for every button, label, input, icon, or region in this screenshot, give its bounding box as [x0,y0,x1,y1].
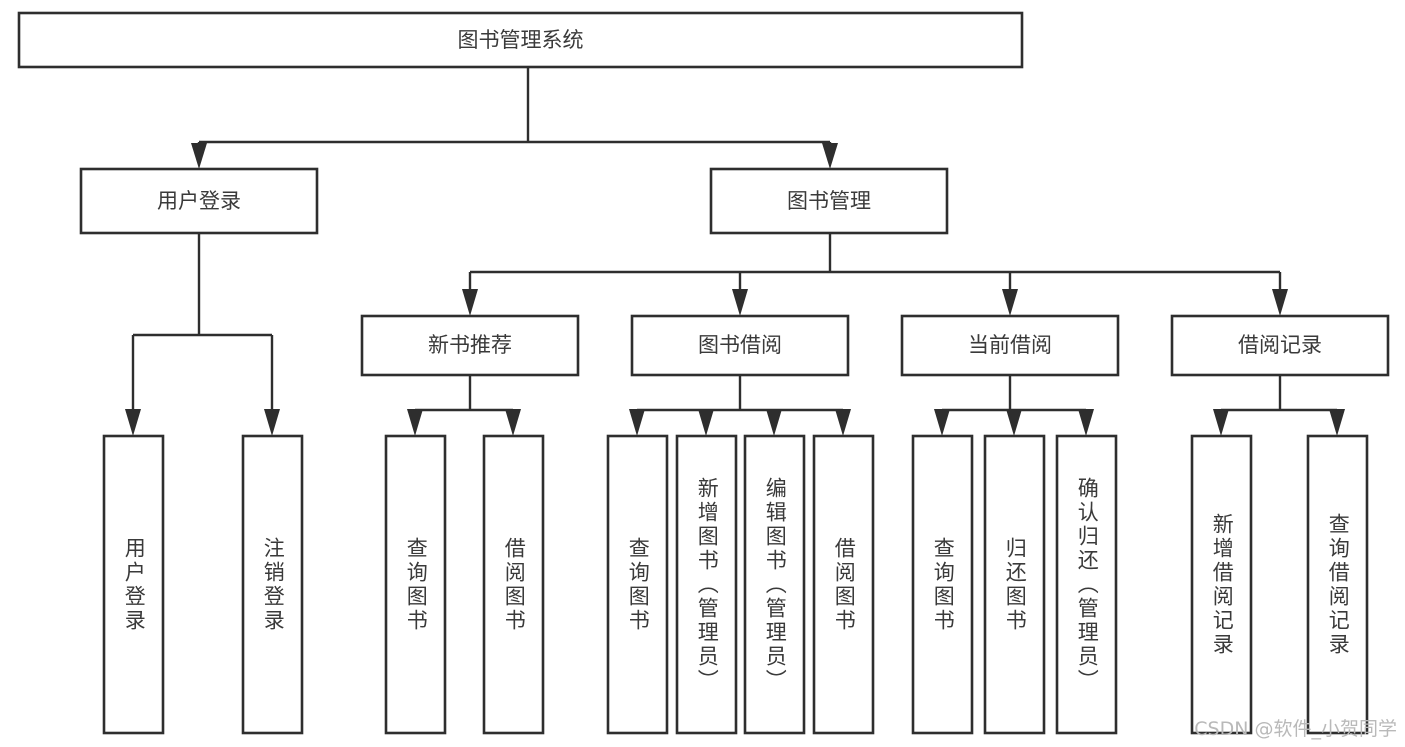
leaf-borrow-book-rec-label-wrap: 借阅图书 [502,536,527,633]
leaf-add-book-admin-box[interactable] [675,434,738,735]
node-root-box[interactable] [17,11,1024,69]
leaf-query-book-current-box[interactable] [911,434,974,735]
leaf-query-book-current-label-wrap: 查询图书 [931,536,956,633]
node-book-borrow-box[interactable] [630,314,850,377]
arrowhead-leaf-borrow-book [835,409,851,436]
leaf-query-borrow-record-label-wrap: 查询借阅记录 [1326,512,1351,657]
leaf-user-login[interactable]: 用户登录 [102,434,165,735]
leaf-user-login-label: 用户登录 [122,536,147,633]
leaf-add-borrow-record-box[interactable] [1190,434,1253,735]
arrowhead-leaf-add-borrow-record [1213,409,1229,436]
node-user-login[interactable]: 用户登录 [79,167,319,235]
arrowhead-leaf-query-book-rec [407,409,423,436]
leaf-borrow-book-label: 借阅图书 [832,536,857,633]
leaf-query-borrow-record[interactable]: 查询借阅记录 [1306,434,1369,735]
leaf-add-book-admin-label-wrap: 新增图书（管理员） [695,476,720,693]
connector-layer [125,67,1345,436]
arrowhead-book-manage [822,143,838,169]
leaf-add-borrow-record[interactable]: 新增借阅记录 [1190,434,1253,735]
node-root[interactable]: 图书管理系统 [17,11,1024,69]
leaf-edit-book-admin[interactable]: 编辑图书（管理员） [743,434,806,735]
leaf-query-book-borrow[interactable]: 查询图书 [606,434,669,735]
arrowhead-leaf-user-login [125,409,141,436]
arrowhead-book-borrow [732,289,748,316]
arrowhead-leaf-query-borrow-record [1329,409,1345,436]
leaf-add-book-admin[interactable]: 新增图书（管理员） [675,434,738,735]
leaf-logout-box[interactable] [241,434,304,735]
node-current-borrow[interactable]: 当前借阅 [900,314,1120,377]
leaf-add-book-admin-label: 新增图书（管理员） [695,476,720,693]
leaf-logout[interactable]: 注销登录 [241,434,304,735]
leaf-borrow-book-rec-box[interactable] [482,434,545,735]
leaf-borrow-book-rec[interactable]: 借阅图书 [482,434,545,735]
leaf-query-book-rec-label-wrap: 查询图书 [404,536,429,633]
leaf-user-login-label-wrap: 用户登录 [122,536,147,633]
arrowhead-leaf-return-book [1006,409,1022,436]
leaf-edit-book-admin-label: 编辑图书（管理员） [763,476,788,693]
node-borrow-record-box[interactable] [1170,314,1390,377]
leaf-query-book-borrow-box[interactable] [606,434,669,735]
leaf-return-book-box[interactable] [983,434,1046,735]
node-book-manage-box[interactable] [709,167,949,235]
arrowhead-leaf-confirm-return-admin [1078,409,1094,436]
arrowhead-leaf-add-book-admin [698,409,714,436]
node-borrow-record[interactable]: 借阅记录 [1170,314,1390,377]
node-current-borrow-label: 当前借阅 [968,333,1052,357]
leaf-query-book-borrow-label: 查询图书 [626,536,651,633]
leaf-user-login-box[interactable] [102,434,165,735]
leaf-return-book-label-wrap: 归还图书 [1003,536,1028,633]
arrowhead-leaf-borrow-book-rec [505,409,521,436]
leaf-add-borrow-record-label: 新增借阅记录 [1210,512,1235,657]
leaf-logout-label-wrap: 注销登录 [261,536,286,633]
node-new-book-recommend-label: 新书推荐 [428,333,512,357]
leaf-query-book-borrow-label-wrap: 查询图书 [626,536,651,633]
arrowhead-current-borrow [1002,289,1018,316]
node-book-borrow-label: 图书借阅 [698,333,782,357]
arrowhead-borrow-record [1272,289,1288,316]
leaf-logout-label: 注销登录 [261,536,286,633]
node-user-login-label: 用户登录 [157,189,241,213]
node-user-login-box[interactable] [79,167,319,235]
arrowhead-user-login [191,143,207,169]
leaf-add-borrow-record-label-wrap: 新增借阅记录 [1210,512,1235,657]
node-book-manage-label: 图书管理 [787,189,871,213]
node-current-borrow-box[interactable] [900,314,1120,377]
node-new-book-recommend[interactable]: 新书推荐 [360,314,580,377]
leaf-confirm-return-admin[interactable]: 确认归还（管理员） [1055,434,1118,735]
node-root-label: 图书管理系统 [458,28,584,52]
arrowhead-new-book-recommend [462,289,478,316]
leaf-edit-book-admin-label-wrap: 编辑图书（管理员） [763,476,788,693]
arrowhead-leaf-edit-book-admin [766,409,782,436]
leaf-borrow-book-label-wrap: 借阅图书 [832,536,857,633]
node-new-book-recommend-box[interactable] [360,314,580,377]
leaf-borrow-book-box[interactable] [812,434,875,735]
leaf-query-book-rec-label: 查询图书 [404,536,429,633]
arrowhead-leaf-query-book-current [934,409,950,436]
leaf-query-borrow-record-box[interactable] [1306,434,1369,735]
leaf-confirm-return-admin-box[interactable] [1055,434,1118,735]
leaf-borrow-book[interactable]: 借阅图书 [812,434,875,735]
leaf-return-book-label: 归还图书 [1003,536,1028,633]
node-borrow-record-label: 借阅记录 [1238,333,1322,357]
arrowhead-leaf-query-book-borrow [629,409,645,436]
leaf-query-book-current[interactable]: 查询图书 [911,434,974,735]
leaf-query-borrow-record-label: 查询借阅记录 [1326,512,1351,657]
leaf-confirm-return-admin-label: 确认归还（管理员） [1075,476,1100,693]
leaf-query-book-current-label: 查询图书 [931,536,956,633]
leaf-return-book[interactable]: 归还图书 [983,434,1046,735]
arrowhead-leaf-logout [264,409,280,436]
node-book-borrow[interactable]: 图书借阅 [630,314,850,377]
leaf-edit-book-admin-box[interactable] [743,434,806,735]
node-book-manage[interactable]: 图书管理 [709,167,949,235]
leaf-borrow-book-rec-label: 借阅图书 [502,536,527,633]
leaf-confirm-return-admin-label-wrap: 确认归还（管理员） [1075,476,1100,693]
leaf-query-book-rec[interactable]: 查询图书 [384,434,447,735]
leaf-query-book-rec-box[interactable] [384,434,447,735]
